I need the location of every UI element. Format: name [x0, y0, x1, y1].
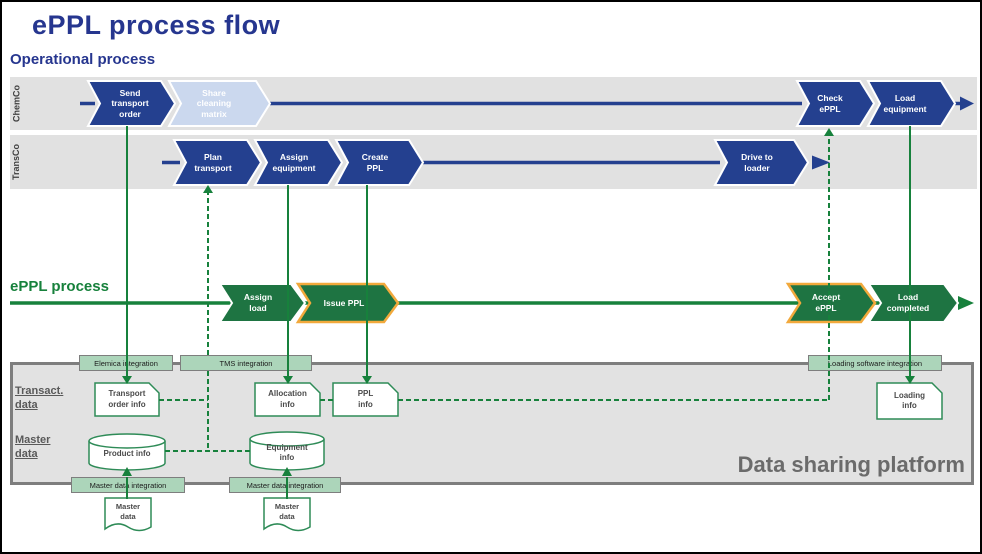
- label-create-ppl: Create PPL: [361, 151, 389, 173]
- chevron-issue-ppl: [295, 282, 400, 324]
- operational-process-heading: Operational process: [10, 51, 156, 68]
- label-master-data-1: Master data: [115, 502, 141, 521]
- arrow-plan-transport-icon: [203, 185, 213, 193]
- badge-tms-integration: TMS integration: [180, 355, 312, 371]
- doc-master-data-2: [263, 497, 311, 532]
- label-assign-equipment: Assign equipment: [272, 151, 316, 173]
- arrow-allocation-info-icon: [283, 376, 293, 384]
- chevron-plan-transport: [172, 139, 263, 186]
- arrow-ppl-info-icon: [362, 376, 372, 384]
- chevron-check-eppl: [795, 80, 876, 127]
- chevron-load-equipment: [866, 80, 957, 127]
- master-data-section-label: Master data: [15, 434, 51, 460]
- badge-loading-label: Loading software integration: [827, 358, 923, 368]
- node-loading-info: [876, 382, 943, 420]
- label-accept-eppl: Accept ePPL: [811, 292, 841, 313]
- transco-merge-arrow-icon: [812, 155, 830, 170]
- label-equipment-info: Equipment info: [266, 442, 308, 462]
- chevron-accept-eppl: [785, 282, 877, 324]
- label-issue-ppl: Issue PPL: [323, 297, 365, 308]
- arrow-loading-info-icon: [905, 376, 915, 384]
- label-ppl-info: PPL info: [357, 389, 374, 409]
- badge-master-data-integration-2: Master data integration: [229, 477, 341, 493]
- arrow-equipment-info-icon: [282, 467, 292, 476]
- page-title: ePPL process flow: [32, 10, 281, 40]
- eppl-end-arrow-icon: [958, 296, 974, 310]
- arrow-check-eppl-icon: [824, 128, 834, 136]
- chevron-create-ppl: [334, 139, 425, 186]
- label-allocation-info: Allocation info: [268, 389, 307, 409]
- label-product-info: Product info: [103, 448, 151, 458]
- chevron-send-transport-order: [86, 80, 177, 127]
- label-transport-order-info: Transport order info: [108, 389, 146, 409]
- label-check-eppl: Check ePPL: [817, 92, 843, 114]
- db-product-info-top: [88, 433, 166, 449]
- chevron-assign-equipment: [253, 139, 344, 186]
- chevron-share-cleaning-matrix: [167, 80, 272, 127]
- eppl-process-heading: ePPL process: [10, 278, 109, 295]
- node-ppl-info: [332, 382, 399, 417]
- chevron-drive-to-loader: [713, 139, 810, 186]
- arrow-transport-info-icon: [122, 376, 132, 384]
- label-master-data-2: Master data: [274, 502, 300, 521]
- platform-title: Data sharing platform: [737, 452, 965, 477]
- label-drive-to-loader: Drive to loader: [741, 151, 773, 173]
- doc-master-data-1: [104, 497, 152, 532]
- label-plan-transport: Plan transport: [194, 151, 232, 173]
- node-transport-order-info: [94, 382, 160, 417]
- label-loading-info: Loading info: [893, 390, 926, 410]
- transact-data-section-label: Transact. data: [15, 385, 64, 411]
- db-equipment-info-top: [249, 431, 325, 447]
- label-send-transport-order: Send transport order: [111, 87, 149, 119]
- badge-master2-label: Master data integration: [246, 480, 324, 490]
- label-load-completed: Load completed: [886, 292, 930, 313]
- node-allocation-info: [254, 382, 321, 417]
- badge-tms-label: TMS integration: [219, 358, 273, 368]
- chemco-end-arrow-icon: [960, 96, 974, 111]
- arrow-product-info-icon: [122, 467, 132, 476]
- label-assign-load: Assign load: [243, 292, 273, 313]
- badge-elemica-label: Elemica integration: [94, 358, 158, 368]
- data-sharing-platform: [10, 362, 974, 485]
- badge-loading-software-integration: Loading software integration: [808, 355, 942, 371]
- label-load-equipment: Load equipment: [883, 92, 927, 114]
- chevron-assign-load: [218, 283, 307, 323]
- chevron-load-completed: [867, 283, 960, 323]
- label-share-cleaning-matrix: Share cleaning matrix: [196, 87, 232, 119]
